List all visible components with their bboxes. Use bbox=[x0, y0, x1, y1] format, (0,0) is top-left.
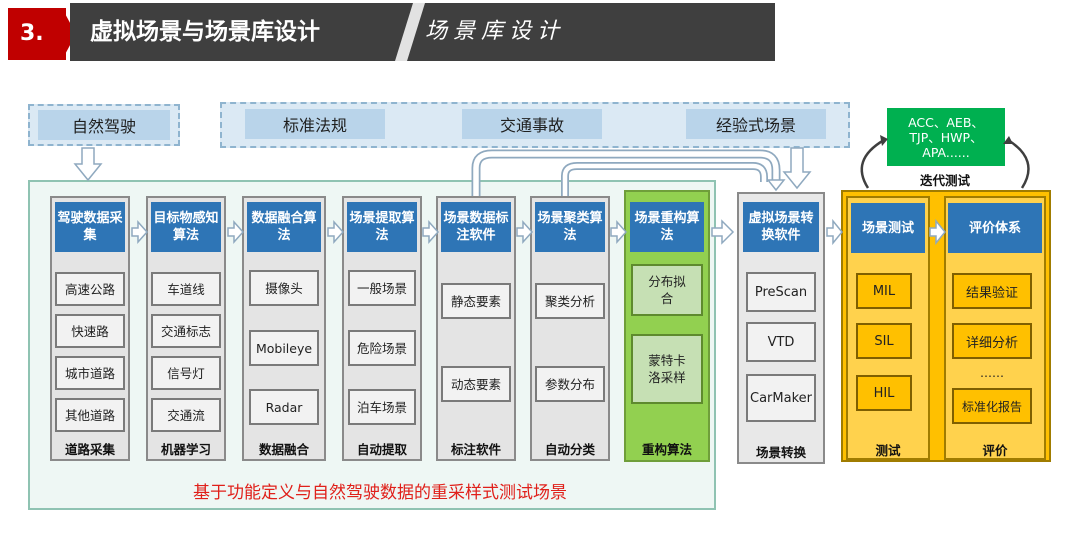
test-sil: SIL bbox=[856, 323, 912, 359]
column-head: 驾驶数据采集 bbox=[55, 202, 125, 252]
column-head: 虚拟场景转换软件 bbox=[743, 202, 819, 252]
list-item: 高速公路 bbox=[55, 272, 125, 306]
list-item: 一般场景 bbox=[348, 270, 416, 306]
section-number: 3. bbox=[8, 8, 66, 60]
list-item: 快速路 bbox=[55, 314, 125, 348]
column-foot: 评价 bbox=[982, 443, 1008, 458]
column-head: 场景提取算法 bbox=[347, 202, 417, 252]
page-subtitle: 场景库设计 bbox=[425, 19, 566, 44]
list-item: 摄像头 bbox=[249, 270, 319, 306]
adas-functions-box: ACC、AEB、TJP、HWP、APA...... bbox=[887, 108, 1005, 166]
eval-ellipsis: …… bbox=[980, 366, 1004, 380]
list-item: 分布拟合 bbox=[631, 264, 703, 316]
column-head: 评价体系 bbox=[948, 203, 1042, 253]
column-foot: 自动提取 bbox=[356, 442, 407, 457]
eval-detailed-analysis: 详细分析 bbox=[952, 323, 1032, 359]
list-item: 蒙特卡洛采样 bbox=[631, 334, 703, 404]
software-prescan: PreScan bbox=[746, 272, 816, 312]
list-item: 信号灯 bbox=[151, 356, 221, 390]
software-carmaker: CarMaker bbox=[746, 374, 816, 422]
column-foot: 道路采集 bbox=[64, 442, 115, 457]
experience-label: 经验式场景 bbox=[686, 109, 826, 139]
page-title: 虚拟场景与场景库设计 bbox=[90, 19, 320, 45]
eval-result-verification: 结果验证 bbox=[952, 273, 1032, 309]
test-hil: HIL bbox=[856, 375, 912, 411]
natural-driving-label: 自然驾驶 bbox=[38, 110, 170, 140]
column-head: 目标物感知算法 bbox=[151, 202, 221, 252]
column-foot: 自动分类 bbox=[544, 442, 595, 457]
header-arrow-shape bbox=[62, 8, 76, 60]
column-foot: 标注软件 bbox=[450, 442, 501, 457]
column-foot: 数据融合 bbox=[258, 442, 309, 457]
eval-standard-report: 标准化报告 bbox=[952, 388, 1032, 424]
column-head: 场景数据标注软件 bbox=[441, 202, 511, 252]
column-head: 数据融合算法 bbox=[247, 202, 321, 252]
list-item: 动态要素 bbox=[441, 366, 511, 402]
main-caption: 基于功能定义与自然驾驶数据的重采样式测试场景 bbox=[193, 483, 567, 503]
list-item: 参数分布 bbox=[535, 366, 605, 402]
down-arrow-icon bbox=[73, 147, 103, 182]
column-foot: 机器学习 bbox=[160, 442, 211, 457]
list-item: 交通标志 bbox=[151, 314, 221, 348]
list-item: Mobileye bbox=[249, 330, 319, 366]
header-bar bbox=[70, 3, 775, 61]
list-item: 交通流 bbox=[151, 398, 221, 432]
list-item: 危险场景 bbox=[348, 330, 416, 366]
list-item: 车道线 bbox=[151, 272, 221, 306]
column-foot: 测试 bbox=[875, 443, 901, 458]
header-divider bbox=[395, 3, 425, 61]
list-item: 静态要素 bbox=[441, 283, 511, 319]
accidents-label: 交通事故 bbox=[462, 109, 602, 139]
test-mil: MIL bbox=[856, 273, 912, 309]
down-arrow-icon bbox=[782, 147, 812, 190]
list-item: 聚类分析 bbox=[535, 283, 605, 319]
software-vtd: VTD bbox=[746, 322, 816, 362]
list-item: 城市道路 bbox=[55, 356, 125, 390]
column-head: 场景聚类算法 bbox=[535, 202, 605, 252]
column-head: 场景测试 bbox=[851, 203, 925, 253]
list-item: 泊车场景 bbox=[348, 389, 416, 425]
column-foot: 重构算法 bbox=[641, 442, 692, 457]
list-item: 其他道路 bbox=[55, 398, 125, 432]
column-head: 场景重构算法 bbox=[630, 202, 704, 252]
standards-label: 标准法规 bbox=[245, 109, 385, 139]
column-foot: 场景转换 bbox=[755, 445, 806, 460]
iteration-label: 迭代测试 bbox=[919, 173, 970, 188]
list-item: Radar bbox=[249, 389, 319, 425]
